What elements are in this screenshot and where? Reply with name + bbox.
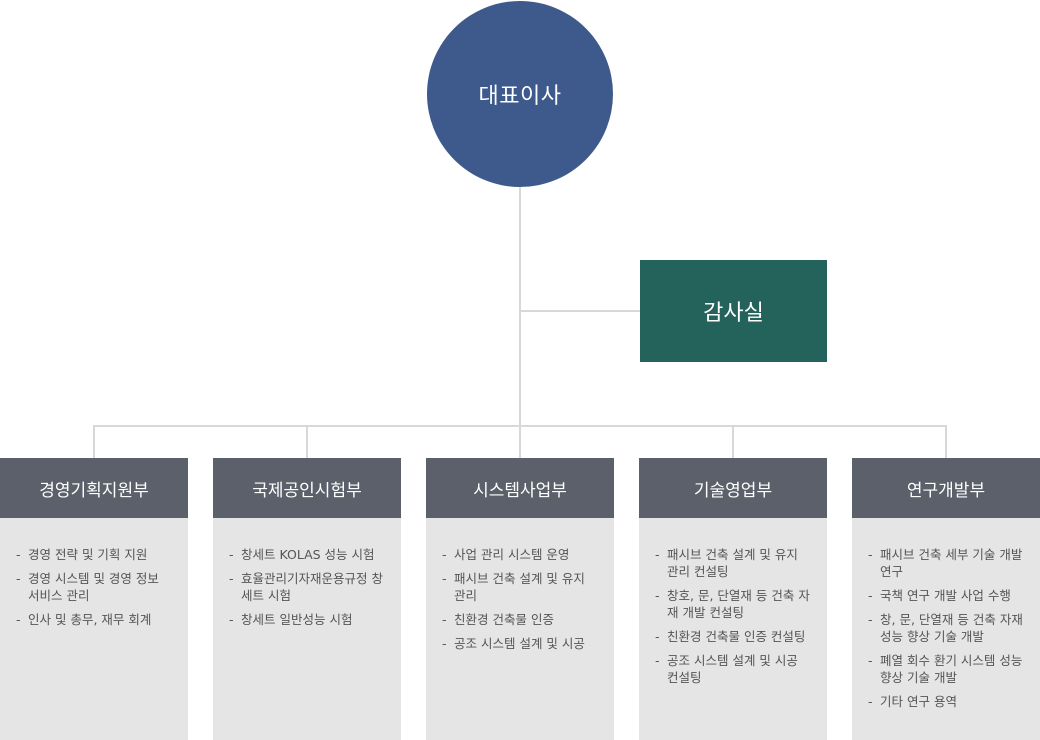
department-duties-list: -패시브 건축 설계 및 유지 관리 컨설팅 -창호, 문, 단열재 등 건축 … — [639, 518, 827, 686]
drop-line-5 — [945, 425, 947, 458]
list-item: -폐열 회수 환기 시스템 성능 향상 기술 개발 — [868, 652, 1026, 686]
list-item: -공조 시스템 설계 및 시공 컨설팅 — [655, 652, 813, 686]
audit-office-node: 감사실 — [640, 260, 827, 362]
list-item: -경영 시스템 및 경영 정보 서비스 관리 — [16, 570, 174, 604]
list-item-text: 공조 시스템 설계 및 시공 컨설팅 — [667, 653, 798, 685]
list-marker: - — [655, 653, 660, 668]
department-header: 시스템사업부 — [426, 458, 614, 518]
ceo-trunk-line — [519, 186, 521, 427]
list-item: -인사 및 총무, 재무 회계 — [16, 611, 174, 628]
department-duties-list: -사업 관리 시스템 운영 -패시브 건축 설계 및 유지 관리 -친환경 건축… — [426, 518, 614, 652]
list-marker: - — [868, 588, 873, 603]
list-item: -창, 문, 단열재 등 건축 자재 성능 향상 기술 개발 — [868, 611, 1026, 645]
drop-line-4 — [732, 425, 734, 458]
list-marker: - — [16, 571, 21, 586]
list-marker: - — [442, 612, 447, 627]
list-item-text: 기타 연구 용역 — [880, 694, 957, 709]
department-technical-sales: 기술영업부 -패시브 건축 설계 및 유지 관리 컨설팅 -창호, 문, 단열재… — [639, 458, 827, 740]
list-item-text: 공조 시스템 설계 및 시공 — [454, 636, 585, 651]
list-item: -사업 관리 시스템 운영 — [442, 546, 600, 563]
department-duties-list: -창세트 KOLAS 성능 시험 -효율관리기자재운용규정 창 세트 시험 -창… — [213, 518, 401, 628]
list-marker: - — [229, 612, 234, 627]
department-header: 기술영업부 — [639, 458, 827, 518]
department-management-planning: 경영기획지원부 -경영 전략 및 기획 지원 -경영 시스템 및 경영 정보 서… — [0, 458, 188, 740]
list-marker: - — [868, 653, 873, 668]
list-item-text: 친환경 건축물 인증 — [454, 612, 554, 627]
department-title: 국제공인시험부 — [252, 480, 362, 501]
list-marker: - — [16, 547, 21, 562]
drop-line-1 — [93, 425, 95, 458]
list-marker: - — [655, 629, 660, 644]
department-duties-list: -패시브 건축 세부 기술 개발 연구 -국책 연구 개발 사업 수행 -창, … — [852, 518, 1040, 710]
list-item-text: 국책 연구 개발 사업 수행 — [880, 588, 1011, 603]
list-marker: - — [229, 571, 234, 586]
list-item-text: 친환경 건축물 인증 컨설팅 — [667, 629, 806, 644]
list-item-text: 폐열 회수 환기 시스템 성능 향상 기술 개발 — [880, 653, 1023, 685]
department-title: 연구개발부 — [906, 480, 986, 501]
list-marker: - — [655, 547, 660, 562]
department-header: 연구개발부 — [852, 458, 1040, 518]
list-item: -패시브 건축 설계 및 유지 관리 — [442, 570, 600, 604]
list-item-text: 인사 및 총무, 재무 회계 — [28, 612, 152, 627]
drop-line-2 — [306, 425, 308, 458]
list-item: -패시브 건축 설계 및 유지 관리 컨설팅 — [655, 546, 813, 580]
department-research-development: 연구개발부 -패시브 건축 세부 기술 개발 연구 -국책 연구 개발 사업 수… — [852, 458, 1040, 740]
list-item-text: 패시브 건축 설계 및 유지 관리 컨설팅 — [667, 547, 798, 579]
ceo-node: 대표이사 — [427, 1, 613, 187]
list-item-text: 창세트 일반성능 시험 — [241, 612, 353, 627]
list-marker: - — [868, 547, 873, 562]
department-title: 경영기획지원부 — [39, 480, 149, 501]
list-item-text: 경영 전략 및 기획 지원 — [28, 547, 148, 562]
list-item: -효율관리기자재운용규정 창 세트 시험 — [229, 570, 387, 604]
list-item-text: 경영 시스템 및 경영 정보 서비스 관리 — [28, 571, 159, 603]
list-item: -기타 연구 용역 — [868, 693, 1026, 710]
list-item: -창세트 일반성능 시험 — [229, 611, 387, 628]
list-item-text: 효율관리기자재운용규정 창 세트 시험 — [241, 571, 383, 603]
list-item: -창세트 KOLAS 성능 시험 — [229, 546, 387, 563]
list-marker: - — [655, 588, 660, 603]
department-header: 경영기획지원부 — [0, 458, 188, 518]
ceo-label: 대표이사 — [478, 84, 562, 109]
list-item-text: 창호, 문, 단열재 등 건축 자재 개발 컨설팅 — [667, 588, 810, 620]
list-marker: - — [442, 636, 447, 651]
department-header: 국제공인시험부 — [213, 458, 401, 518]
list-item: -친환경 건축물 인증 — [442, 611, 600, 628]
department-title: 시스템사업부 — [473, 480, 567, 501]
list-marker: - — [868, 612, 873, 627]
list-item: -창호, 문, 단열재 등 건축 자재 개발 컨설팅 — [655, 587, 813, 621]
list-item: -친환경 건축물 인증 컨설팅 — [655, 628, 813, 645]
list-item-text: 패시브 건축 세부 기술 개발 연구 — [880, 547, 1023, 579]
department-international-testing: 국제공인시험부 -창세트 KOLAS 성능 시험 -효율관리기자재운용규정 창 … — [213, 458, 401, 740]
department-duties-list: -경영 전략 및 기획 지원 -경영 시스템 및 경영 정보 서비스 관리 -인… — [0, 518, 188, 628]
drop-line-3 — [519, 425, 521, 458]
audit-branch-line — [520, 310, 640, 312]
list-marker: - — [16, 612, 21, 627]
list-marker: - — [442, 547, 447, 562]
list-item-text: 창, 문, 단열재 등 건축 자재 성능 향상 기술 개발 — [880, 612, 1023, 644]
list-item: -국책 연구 개발 사업 수행 — [868, 587, 1026, 604]
audit-office-label: 감사실 — [703, 301, 764, 326]
list-marker: - — [868, 694, 873, 709]
list-marker: - — [229, 547, 234, 562]
list-item-text: 패시브 건축 설계 및 유지 관리 — [454, 571, 585, 603]
list-marker: - — [442, 571, 447, 586]
department-systems-business: 시스템사업부 -사업 관리 시스템 운영 -패시브 건축 설계 및 유지 관리 … — [426, 458, 614, 740]
list-item: -경영 전략 및 기획 지원 — [16, 546, 174, 563]
department-title: 기술영업부 — [693, 480, 773, 501]
list-item-text: 사업 관리 시스템 운영 — [454, 547, 570, 562]
list-item: -공조 시스템 설계 및 시공 — [442, 635, 600, 652]
list-item-text: 창세트 KOLAS 성능 시험 — [241, 547, 375, 562]
list-item: -패시브 건축 세부 기술 개발 연구 — [868, 546, 1026, 580]
